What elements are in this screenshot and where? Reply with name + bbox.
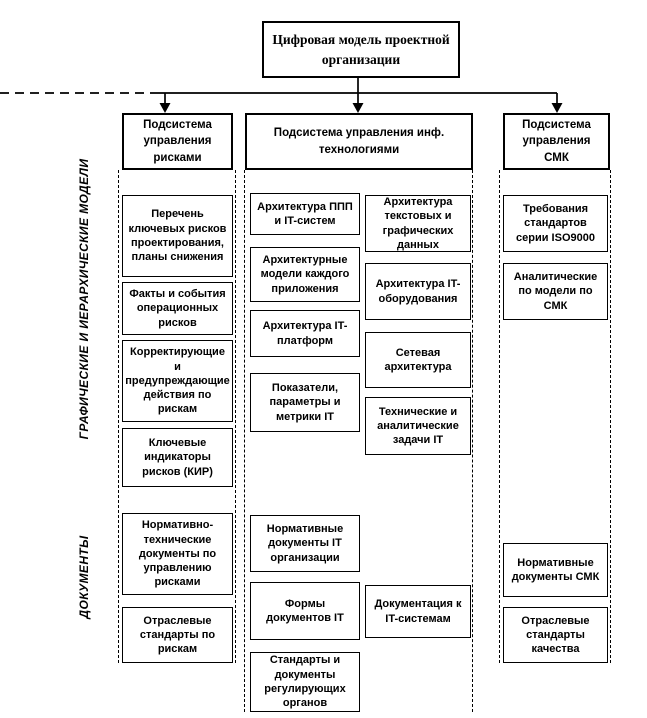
node-industry-risk-standards: Отраслевые стандарты по рискам (122, 607, 233, 663)
node-qms-subsystem: Подсистема управления СМК (503, 113, 610, 170)
node-it-document-forms: Формы документов IT (250, 582, 360, 640)
node-it-systems-docs: Документация к IT-системам (365, 585, 471, 638)
side-label-models: ГРАФИЧЕСКИЕ И ИЕРАРХИЧЕСКИЕ МОДЕЛИ (77, 158, 91, 440)
node-qms-analytical-models: Аналитические по модели по СМК (503, 263, 608, 320)
node-it-platform-architecture: Архитектура IT-платформ (250, 310, 360, 357)
node-industry-quality-standards: Отраслевые стандарты качества (503, 607, 608, 663)
node-it-metrics: Показатели, параметры и метрики IT (250, 373, 360, 432)
node-design-risks-list: Перечень ключевых рисков проектирования,… (122, 195, 233, 277)
side-label-documents: ДОКУМЕНТЫ (77, 535, 91, 619)
node-corrective-actions: Корректирующие и предупреждающие действи… (122, 340, 233, 422)
node-it-hardware-architecture: Архитектура IT-оборудования (365, 263, 471, 320)
node-risk-subsystem: Подсистема управления рисками (122, 113, 233, 170)
node-ppp-it-architecture: Архитектура ППП и IT-систем (250, 193, 360, 235)
node-iso9000-requirements: Требования стандартов серии ISO9000 (503, 195, 608, 252)
node-network-architecture: Сетевая архитектура (365, 332, 471, 388)
node-key-risk-indicators: Ключевые индикаторы рисков (КИР) (122, 428, 233, 487)
qms-group-frame (499, 170, 611, 663)
node-data-architecture: Архитектура текстовых и графических данн… (365, 195, 471, 252)
risk-group-frame (118, 170, 236, 663)
node-regulator-standards: Стандарты и документы регулирующих орган… (250, 652, 360, 712)
node-it-tasks: Технические и аналитические задачи IT (365, 397, 471, 455)
node-it-subsystem: Подсистема управления инф. технологиями (245, 113, 473, 170)
node-app-architecture-models: Архитектурные модели каждого приложения (250, 247, 360, 302)
root-node: Цифровая модель проектной организации (262, 21, 460, 78)
node-operational-risk-events: Факты и события операционных рисков (122, 282, 233, 335)
node-it-org-docs: Нормативные документы IT организации (250, 515, 360, 572)
node-qms-normative-docs: Нормативные документы СМК (503, 543, 608, 597)
it-group-frame (244, 170, 473, 712)
node-risk-regulatory-docs: Нормативно-технические документы по упра… (122, 513, 233, 595)
